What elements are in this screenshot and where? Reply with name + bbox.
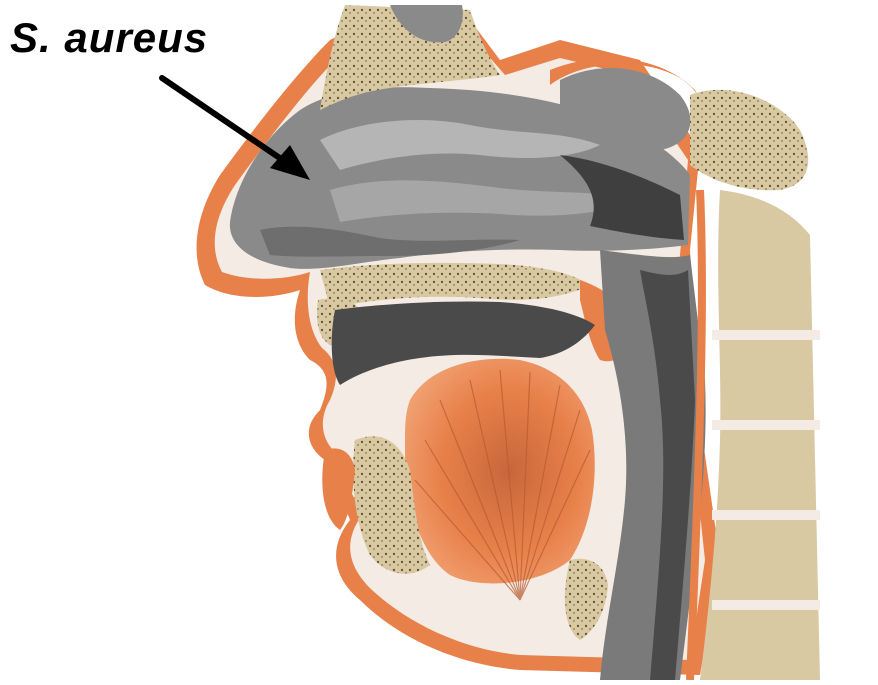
occipital-bone [690, 90, 808, 190]
bacteria-label: S. aureus [10, 14, 208, 62]
